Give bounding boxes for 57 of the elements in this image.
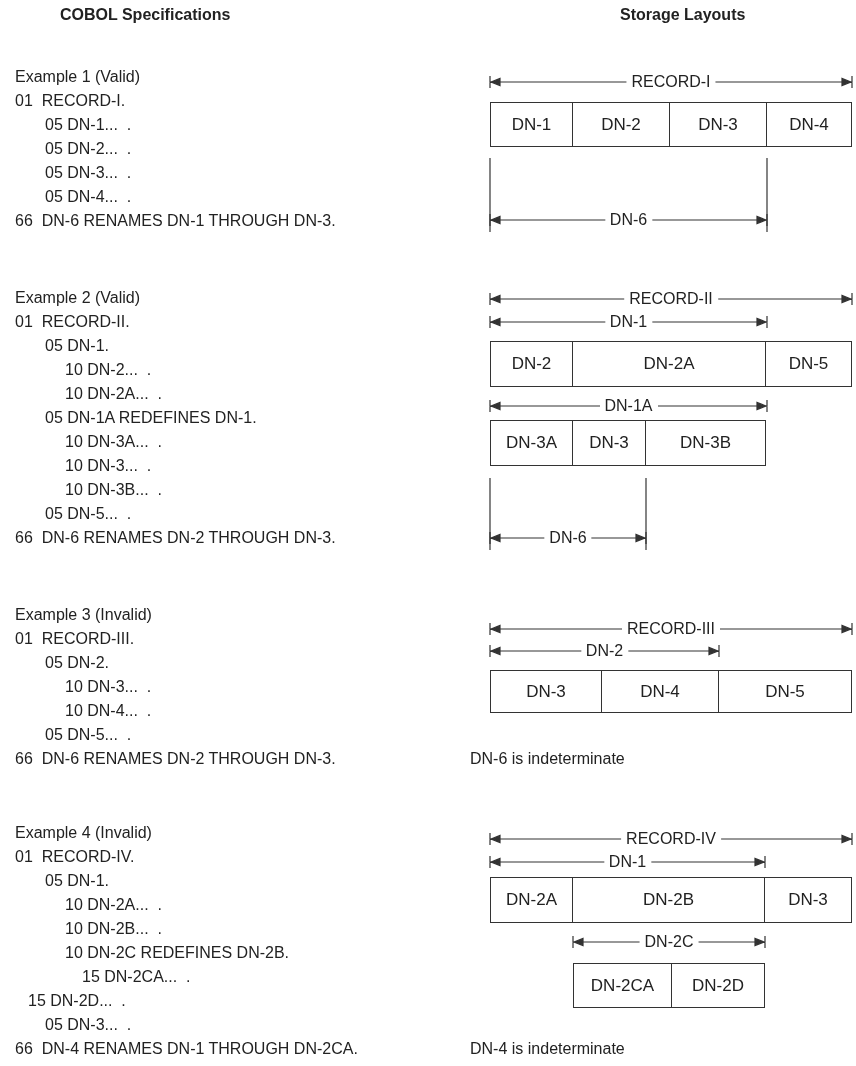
code-line: 66 DN-4 RENAMES DN-1 THROUGH DN-2CA. xyxy=(15,1040,358,1058)
storage-field: DN-3 xyxy=(490,670,602,713)
code-line: 05 DN-3... . xyxy=(45,1016,132,1034)
code-line: 05 DN-1A REDEFINES DN-1. xyxy=(45,409,257,427)
note-text: DN-6 is indeterminate xyxy=(470,750,625,768)
storage-field: DN-2A xyxy=(572,341,766,387)
storage-field: DN-2CA xyxy=(573,963,672,1008)
example-heading: Example 3 (Invalid) xyxy=(15,606,152,624)
note-text: DN-4 is indeterminate xyxy=(470,1040,625,1058)
code-line: 10 DN-2C REDEFINES DN-2B. xyxy=(65,944,290,962)
code-line: 01 RECORD-I. xyxy=(15,92,126,110)
code-line: 10 DN-4... . xyxy=(65,702,152,720)
code-line: 10 DN-2... . xyxy=(65,361,152,379)
code-line: 66 DN-6 RENAMES DN-1 THROUGH DN-3. xyxy=(15,212,336,230)
code-line: 10 DN-2B... . xyxy=(65,920,162,938)
storage-field: DN-3A xyxy=(490,420,573,466)
storage-field: DN-4 xyxy=(766,102,852,147)
code-line: 05 DN-5... . xyxy=(45,505,132,523)
code-line: 05 DN-5... . xyxy=(45,726,132,744)
storage-field: DN-4 xyxy=(601,670,719,713)
example-heading: Example 1 (Valid) xyxy=(15,68,141,86)
code-line: 01 RECORD-IV. xyxy=(15,848,135,866)
storage-field: DN-2B xyxy=(572,877,765,923)
code-line: 05 DN-1... . xyxy=(45,116,132,134)
storage-field: DN-3 xyxy=(764,877,852,923)
storage-field: DN-3B xyxy=(645,420,766,466)
example-heading: Example 4 (Invalid) xyxy=(15,824,152,842)
code-line: 15 DN-2D... . xyxy=(28,992,126,1010)
code-line: 05 DN-1. xyxy=(45,337,110,355)
code-line: 10 DN-3... . xyxy=(65,678,152,696)
code-line: 10 DN-3... . xyxy=(65,457,152,475)
code-line: 66 DN-6 RENAMES DN-2 THROUGH DN-3. xyxy=(15,529,336,547)
storage-field: DN-5 xyxy=(718,670,852,713)
example-heading: Example 2 (Valid) xyxy=(15,289,141,307)
code-line: 01 RECORD-III. xyxy=(15,630,135,648)
code-line: 66 DN-6 RENAMES DN-2 THROUGH DN-3. xyxy=(15,750,336,768)
code-line: 05 DN-2. xyxy=(45,654,110,672)
code-line: 10 DN-3A... . xyxy=(65,433,162,451)
storage-field: DN-1 xyxy=(490,102,573,147)
storage-field: DN-2 xyxy=(490,341,573,387)
code-line: 10 DN-2A... . xyxy=(65,385,162,403)
column-heading: COBOL Specifications xyxy=(60,6,231,24)
code-line: 10 DN-2A... . xyxy=(65,896,162,914)
storage-field: DN-5 xyxy=(765,341,852,387)
storage-field: DN-2D xyxy=(671,963,765,1008)
storage-field: DN-3 xyxy=(572,420,646,466)
code-line: 01 RECORD-II. xyxy=(15,313,130,331)
code-line: 15 DN-2CA... . xyxy=(82,968,191,986)
storage-field: DN-2 xyxy=(572,102,670,147)
code-line: 10 DN-3B... . xyxy=(65,481,162,499)
code-line: 05 DN-3... . xyxy=(45,164,132,182)
column-heading: Storage Layouts xyxy=(620,6,746,24)
storage-field: DN-3 xyxy=(669,102,767,147)
storage-field: DN-2A xyxy=(490,877,573,923)
code-line: 05 DN-4... . xyxy=(45,188,132,206)
code-line: 05 DN-1. xyxy=(45,872,110,890)
code-line: 05 DN-2... . xyxy=(45,140,132,158)
